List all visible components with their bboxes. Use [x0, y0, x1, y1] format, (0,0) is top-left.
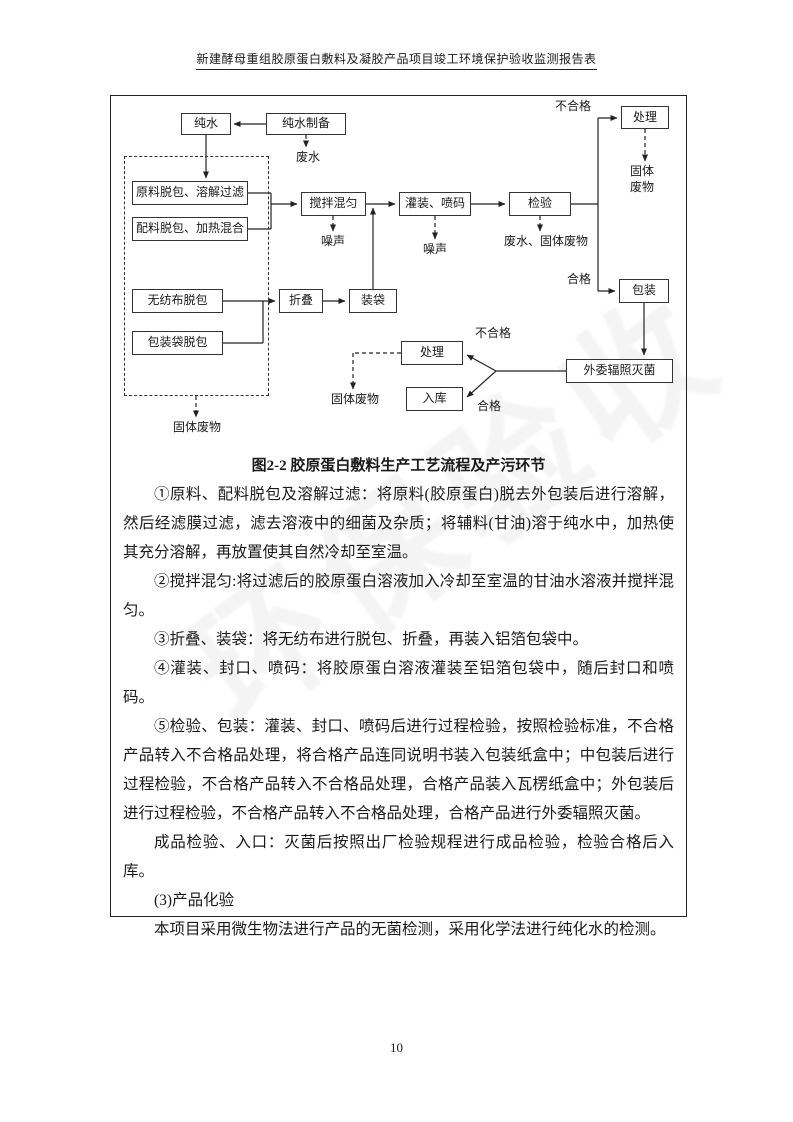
flow-node-bagging: 装袋	[349, 289, 397, 313]
flow-node-mixing: 搅拌混匀	[301, 192, 366, 216]
label-noise-1: 噪声	[320, 234, 345, 248]
body-text: ①原料、配料脱包及溶解过滤：将原料(胶原蛋白)脱去外包装后进行溶解，然后经滤膜过…	[111, 480, 686, 944]
flow-node-pure-water: 纯水	[181, 113, 231, 135]
flow-node-inspection: 检验	[509, 192, 571, 216]
process-flowchart: 纯水 纯水制备 处理 原料脱包、溶解过滤 配料脱包、加热混合 无纺布脱包 包装袋…	[111, 96, 686, 448]
label-wastewater: 废水	[295, 150, 320, 164]
flow-node-raw-unpack: 原料脱包、溶解过滤	[132, 181, 248, 205]
flow-node-packaging: 包装	[619, 279, 669, 303]
flow-node-filling-coding: 灌装、喷码	[399, 192, 471, 216]
label-qualified-mid: 合格	[476, 399, 501, 413]
report-header-title: 新建酵母重组胶原蛋白敷料及凝胶产品项目竣工环境保护验收监测报告表	[196, 50, 597, 70]
content-border-box: 纯水 纯水制备 处理 原料脱包、溶解过滤 配料脱包、加热混合 无纺布脱包 包装袋…	[110, 95, 687, 938]
label-unqualified-mid: 不合格	[474, 326, 511, 340]
body-paragraph-2: ②搅拌混匀:将过滤后的胶原蛋白溶液加入冷却至室温的甘油水溶液并搅拌混匀。	[123, 573, 674, 619]
label-solid-waste-mid: 固体废物	[330, 392, 379, 406]
body-paragraph-8: 本项目采用微生物法进行产品的无菌检测，采用化学法进行纯化水的检测。	[154, 921, 666, 938]
flow-node-ingredient-unpack: 配料脱包、加热混合	[132, 217, 248, 241]
body-paragraph-4: ④灌装、封口、喷码：将胶原蛋白溶液灌装至铝箔包袋中，随后封口和喷码。	[123, 660, 674, 706]
flow-node-sterilization: 外委辐照灭菌	[566, 359, 673, 383]
page-number: 10	[390, 1040, 403, 1055]
label-wastewater-solid-waste: 废水、固体废物	[503, 234, 588, 248]
page-header: 新建酵母重组胶原蛋白敷料及凝胶产品项目竣工环境保护验收监测报告表	[0, 50, 793, 70]
flow-node-bag-unpack: 包装袋脱包	[132, 331, 223, 355]
body-paragraph-1: ①原料、配料脱包及溶解过滤：将原料(胶原蛋白)脱去外包装后进行溶解，然后经滤膜过…	[123, 486, 674, 561]
flow-node-nonwoven-unpack: 无纺布脱包	[132, 289, 223, 313]
label-noise-2: 噪声	[422, 242, 447, 256]
body-paragraph-3: ③折叠、装袋：将无纺布进行脱包、折叠，再装入铝箔包袋中。	[154, 631, 589, 648]
body-paragraph-7: (3)产品化验	[154, 892, 235, 909]
body-paragraph-5: ⑤检验、包装：灌装、封口、喷码后进行过程检验，按照检验标准，不合格产品转入不合格…	[123, 718, 674, 822]
label-unqualified-top: 不合格	[554, 99, 591, 113]
flow-node-warehousing: 入库	[406, 387, 463, 411]
body-paragraph-6: 成品检验、入口：灭菌后按照出厂检验规程进行成品检验，检验合格后入库。	[123, 834, 674, 880]
flowchart-arrows	[193, 115, 648, 418]
flow-node-treatment-top: 处理	[621, 106, 669, 129]
label-solid-waste-bottom: 固体废物	[172, 420, 221, 434]
label-qualified-right: 合格	[566, 272, 591, 286]
flow-node-folding: 折叠	[279, 289, 323, 313]
flow-node-treatment-mid: 处理	[401, 341, 463, 365]
figure-caption: 图2-2 胶原蛋白敷料生产工艺流程及产污环节	[251, 458, 546, 474]
label-solid-waste-right: 固体废物	[629, 164, 654, 194]
unpacking-group-dashed-box	[124, 156, 269, 396]
flow-node-water-prep: 纯水制备	[266, 113, 346, 135]
